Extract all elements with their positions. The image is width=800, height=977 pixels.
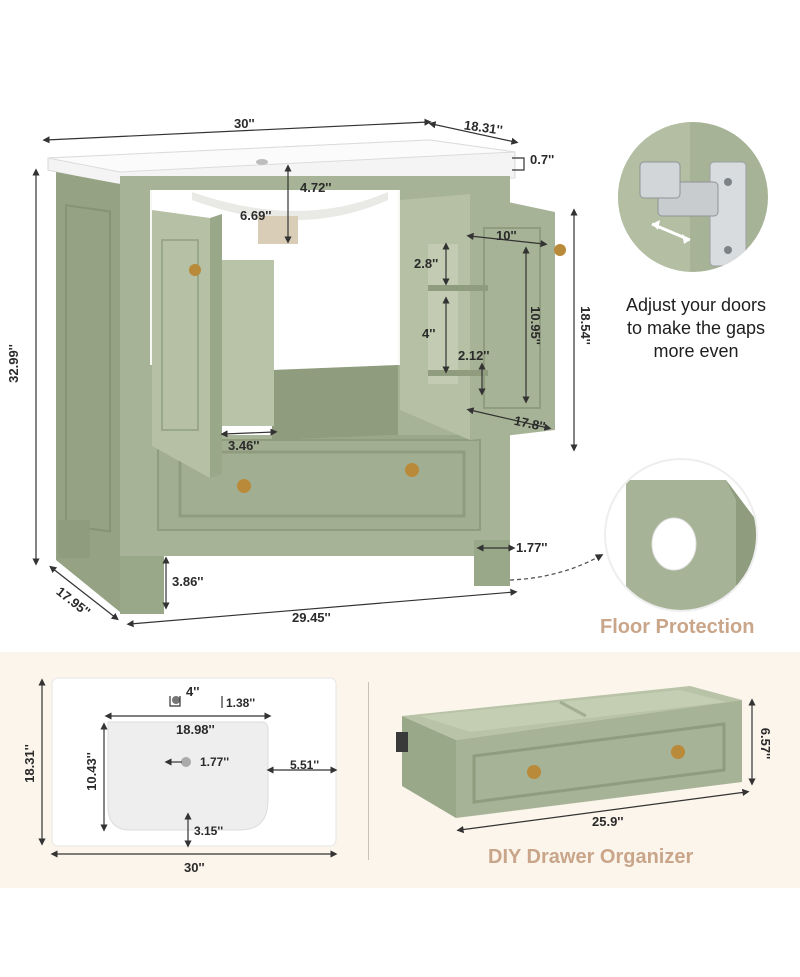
drain-label: 6.69'' [240,208,272,223]
sink-side-margin-label: 5.51'' [290,758,320,772]
sink-hole-offset-label: 1.38'' [226,696,256,710]
shelf-gap-bottom-label: 2.12'' [458,348,490,363]
hinge-callout-line-2: to make the gaps [626,318,766,338]
door-gap-label: 4'' [422,326,436,341]
floor-protection-callout [604,458,758,612]
sink-faucet-hole-label: 4'' [186,684,200,699]
sink-front-margin-label: 3.15'' [194,824,224,838]
right-door [400,194,566,440]
top-thickness-label: 0.7'' [530,152,555,167]
drawer-width-label: 25.9'' [592,814,624,829]
floor-pad-icon [626,480,756,610]
floor-protection-caption: Floor Protection [600,616,755,638]
shelf-width-label: 10'' [496,228,517,243]
leg-width-label: 1.77'' [516,540,548,555]
vanity-drawer [157,439,481,531]
drawer-organizer-caption: DIY Drawer Organizer [488,846,694,868]
floor-callout-pointer [509,554,604,581]
left-door [152,210,274,478]
hinge-callout-text: Adjust your doors to make the gaps more … [606,294,786,363]
width-base-label: 29.45'' [292,610,331,625]
main-dimension-lines [32,118,578,628]
sink-drain-label: 1.77'' [200,755,230,769]
leg-height-label: 3.86'' [172,574,204,589]
sink-width-label: 30'' [184,860,205,875]
drawer-height-label: 6.57'' [758,727,774,760]
bowl-depth-label: 4.72'' [300,180,332,195]
sink-basin-width-label: 18.98'' [176,722,215,737]
side-panel-label: 3.46'' [228,438,260,453]
band-divider [368,682,369,860]
width-label: 30'' [234,116,255,131]
hinge-callout-line-3: more even [653,341,739,361]
shelf-gap-top-label: 2.8'' [414,256,439,271]
hinge-callout-line-1: Adjust your doors [625,295,767,315]
countertop [47,139,516,185]
